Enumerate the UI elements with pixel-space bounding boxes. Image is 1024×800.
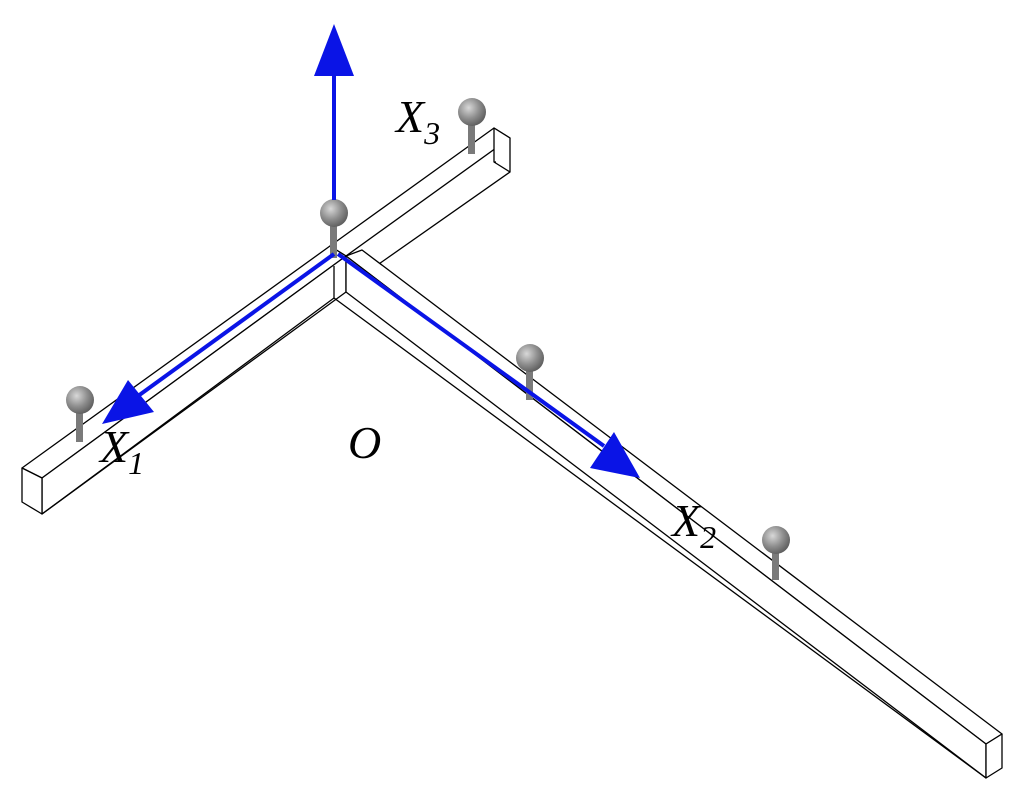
label-x1: X1 — [98, 421, 144, 481]
pin-sensor-icon — [458, 98, 486, 126]
pin-sensor-icon — [516, 344, 544, 372]
sensor-stem — [330, 220, 337, 258]
label-x2: X2 — [670, 495, 716, 555]
arrow-x1-icon — [102, 380, 154, 424]
sensor-stem — [772, 546, 779, 580]
arrow-x2-icon — [590, 432, 640, 478]
beam-x1-branch — [21, 245, 347, 515]
arrow-up-icon — [314, 24, 354, 76]
sensor-x2-far — [762, 526, 790, 580]
sensor-x3 — [458, 98, 486, 154]
axis-x2-line — [336, 252, 606, 448]
sensor-x1 — [66, 386, 94, 442]
pin-sensor-icon — [762, 526, 790, 554]
beam-x2-branch — [333, 249, 1003, 779]
sensor-stem — [76, 406, 83, 442]
sensor-stem — [526, 364, 533, 400]
label-x3: X3 — [394, 91, 440, 151]
pin-sensor-icon — [320, 199, 348, 227]
sensor-origin — [320, 199, 348, 258]
sensor-x2-mid — [516, 344, 544, 400]
label-origin: O — [348, 417, 381, 468]
axis-x1-line — [136, 252, 336, 398]
pin-sensor-icon — [66, 386, 94, 414]
beam-x3-branch — [329, 127, 511, 267]
sensor-stem — [468, 118, 475, 154]
axis-arrows — [102, 24, 640, 478]
